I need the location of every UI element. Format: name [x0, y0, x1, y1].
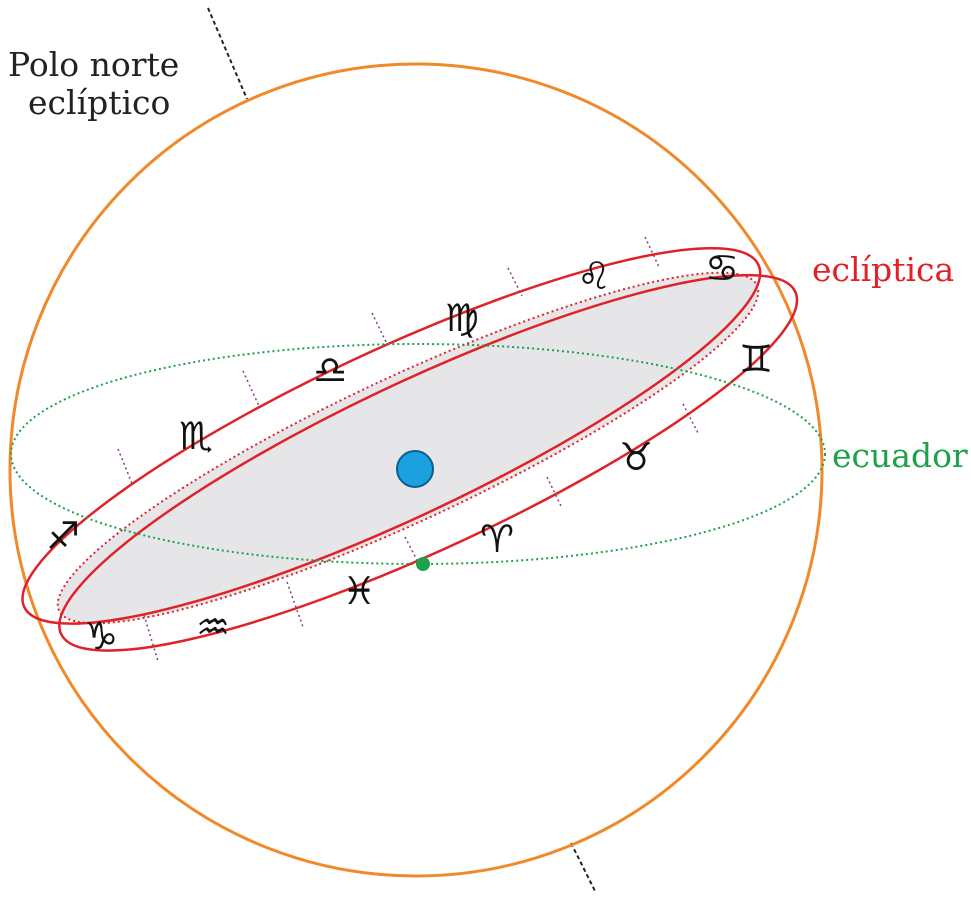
- pole-label-line2: eclíptico: [28, 83, 170, 122]
- aquarius-icon: ♒: [196, 605, 230, 649]
- central-body: [396, 450, 434, 488]
- ecliptic-axis-bottom: [570, 842, 597, 894]
- libra-icon: ♎: [313, 348, 347, 392]
- divider-line: [242, 370, 260, 407]
- divider-line: [117, 448, 134, 487]
- pole-label-line1: Polo norte: [8, 45, 179, 84]
- sign-dividers: [117, 236, 699, 662]
- ecliptic-edge-upper: [21, 246, 762, 625]
- cancer-icon: ♋: [705, 246, 739, 290]
- gemini-icon: ♊: [739, 337, 773, 381]
- ecliptic-label: eclíptica: [812, 250, 954, 289]
- divider-line: [546, 476, 562, 507]
- leo-icon: ♌: [577, 254, 611, 298]
- ecliptic-edges: [21, 246, 799, 652]
- ecliptic-band: [56, 271, 760, 625]
- vernal-equinox-point: [416, 557, 430, 571]
- taurus-icon: ♉: [619, 435, 653, 479]
- divider-line: [371, 312, 388, 345]
- ecliptic-axis-top: [207, 7, 248, 100]
- pisces-icon: ♓: [342, 569, 376, 613]
- divider-line: [143, 614, 159, 662]
- ecliptic-plane-fill: [57, 272, 759, 624]
- sagittarius-icon: ♐: [46, 514, 80, 558]
- divider-line: [644, 236, 660, 268]
- aries-icon: ♈: [480, 517, 514, 561]
- virgo-icon: ♍: [445, 296, 479, 340]
- divider-line: [682, 403, 699, 434]
- scorpio-icon: ♏: [179, 414, 213, 458]
- zodiac-signs: ♈ ♉ ♊ ♋ ♌ ♍ ♎ ♏ ♐ ♑ ♒ ♓: [46, 246, 773, 658]
- ecliptic-edge-lower: [58, 273, 799, 652]
- divider-line: [286, 581, 304, 628]
- celestial-sphere: [8, 62, 824, 878]
- capricorn-icon: ♑: [84, 614, 118, 658]
- divider-line: [404, 536, 421, 567]
- equator-label: ecuador: [832, 436, 968, 475]
